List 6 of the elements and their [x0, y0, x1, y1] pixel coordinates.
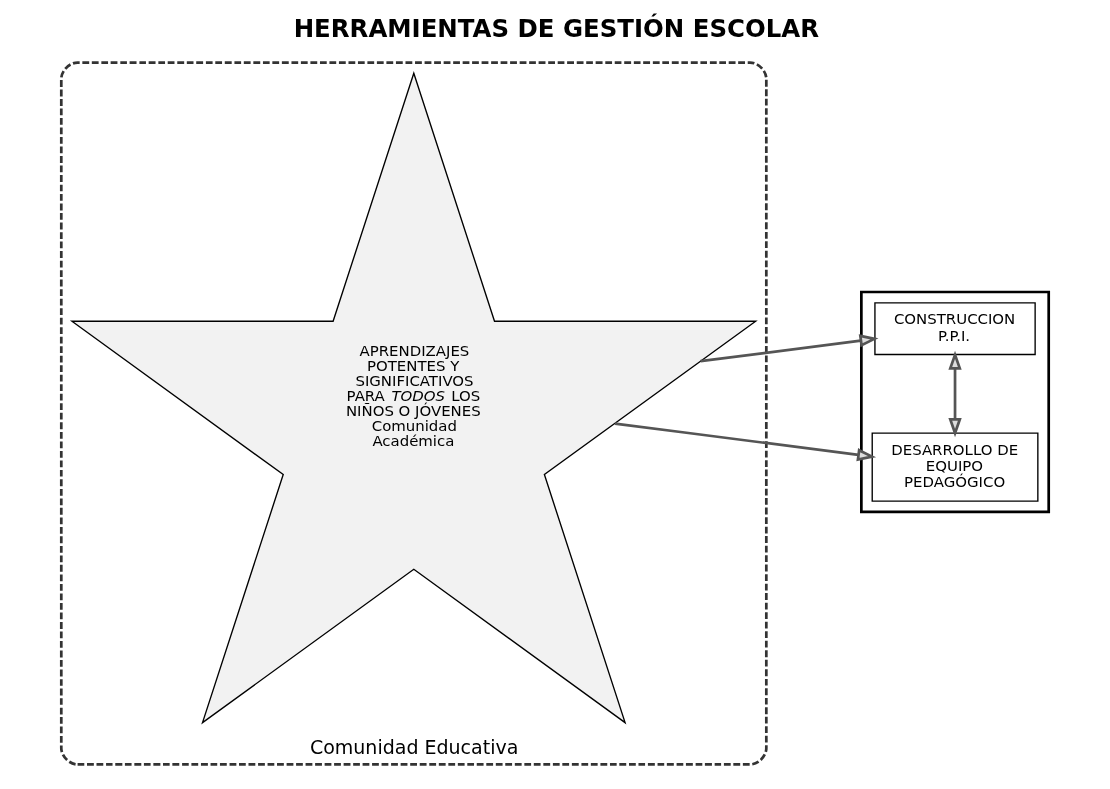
arrow — [948, 350, 962, 438]
node-box: CONSTRUCCION P.P.I. — [874, 302, 1036, 356]
diagram-title: HERRAMIENTAS DE GESTIÓN ESCOLAR — [293, 14, 820, 44]
arrow — [614, 422, 877, 462]
node-box: DESARROLLO DE EQUIPO PEDAGÓGICO — [871, 432, 1039, 502]
arrow — [700, 334, 879, 363]
